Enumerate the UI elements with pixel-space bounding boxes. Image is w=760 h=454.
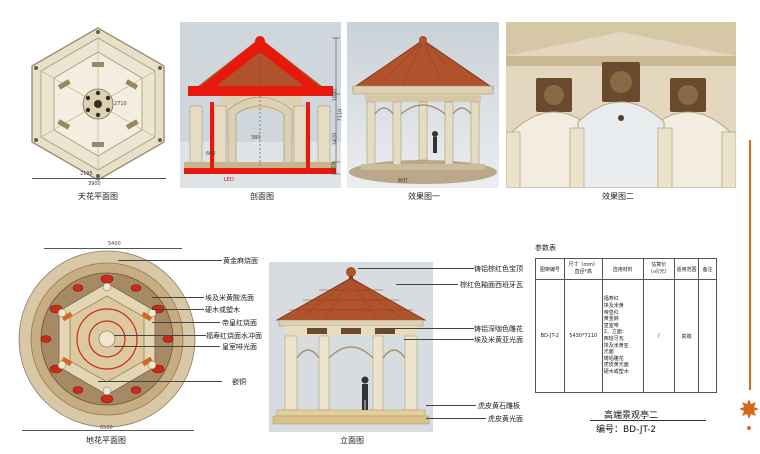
param-price: / <box>642 279 675 393</box>
dot-icon <box>747 426 751 430</box>
floor-plan-drawing <box>18 250 196 428</box>
render-two-caption: 效果图二 <box>602 192 634 201</box>
param-table: 图架编号 尺寸（mm） 直径*高 选用材料 估算价 （㎡/元） 适用范围 备注 … <box>535 258 717 393</box>
elev-callout-3: 埃及米黄亚光面 <box>474 336 523 344</box>
ceiling-dim-line <box>32 178 166 179</box>
floor-dim-top-line <box>44 248 182 249</box>
param-size: 5430*7110 <box>563 279 603 393</box>
param-table-row: BD-JT-2 5430*7110 福寿红 埃及米黄 帝皇红 黄金麻 皇室啡 2… <box>535 279 717 393</box>
section-dim-h4: 950 <box>330 162 337 172</box>
elev-callout-4: 虎皮黄石雕板 <box>478 402 520 410</box>
elev-callout-5: 虎皮黄光面 <box>488 415 523 423</box>
floor-leader-5 <box>114 346 220 347</box>
floor-callout-4: 福寿红烧面水冲面 <box>206 332 262 340</box>
elevation-caption: 立面图 <box>340 436 364 445</box>
ceiling-plan-drawing <box>22 22 174 188</box>
section-dim-total: 7110 <box>337 108 344 122</box>
floor-dim-bottom-line <box>22 430 194 431</box>
elev-leader-5 <box>426 418 486 419</box>
param-scope: 高端 <box>673 279 700 393</box>
ceiling-plan-caption: 天花平面图 <box>78 192 118 201</box>
product-code: 编号：BD-JT-2 <box>596 425 657 435</box>
maple-leaf-icon <box>738 398 760 420</box>
accent-line <box>749 140 751 390</box>
floor-dim-top: 5400 <box>108 241 121 247</box>
product-name: 高端景观亭二 <box>604 411 659 421</box>
render-one-caption: 效果图一 <box>408 192 440 201</box>
floor-leader-4 <box>114 335 206 336</box>
param-header-note: 备注 <box>698 258 717 280</box>
elev-callout-2: 铸铝深咖色雕花 <box>474 325 523 333</box>
section-dim-h1: 1830 <box>332 88 339 102</box>
floor-callout-3: 帝皇红烧面 <box>222 319 257 327</box>
elev-leader-0 <box>358 268 474 269</box>
section-caption: 剖面图 <box>250 192 274 201</box>
render-one-image <box>347 22 499 188</box>
param-header-scope: 适用范围 <box>673 258 700 280</box>
param-table-title: 参数表 <box>535 244 556 252</box>
floor-callout-1: 埃及米黄酸洗面 <box>205 294 254 302</box>
section-led-label: LED <box>224 177 234 183</box>
param-header-materials: 选用材料 <box>601 258 644 280</box>
render-two-image <box>506 22 736 188</box>
floor-leader-2 <box>152 309 204 310</box>
param-header-size: 尺寸（mm） 直径*高 <box>563 258 603 280</box>
elev-leader-4 <box>426 405 476 406</box>
param-header-price: 估算价 （㎡/元） <box>642 258 675 280</box>
floor-dim-bottom: 6500 <box>100 425 113 431</box>
product-title-underline <box>590 420 706 421</box>
param-header-code: 图架编号 <box>535 258 565 280</box>
elev-leader-3 <box>404 339 474 340</box>
param-code: BD-JT-2 <box>535 279 565 393</box>
section-drawing <box>180 22 341 188</box>
section-dim-h2: 3420 <box>332 132 339 146</box>
elevation-drawing <box>269 262 433 432</box>
floor-leader-0 <box>118 260 222 261</box>
floor-callout-6: 嵌铜 <box>232 378 246 386</box>
section-dim-small: 660 <box>206 151 216 157</box>
elev-callout-1: 棕红色釉面西班牙瓦 <box>460 281 523 289</box>
ceiling-dim-outer: 3900 <box>88 181 101 187</box>
floor-callout-0: 黄金麻烧面 <box>223 257 258 265</box>
floor-leader-3 <box>152 322 220 323</box>
elev-leader-1 <box>396 284 458 285</box>
floor-plan-caption: 地花平面图 <box>86 436 126 445</box>
param-materials: 福寿红 埃及米黄 帝皇红 黄金麻 皇室啡 2、立面： 西班牙瓦 埃及米黄亚 光面… <box>601 279 644 393</box>
render-light-label: 射灯 <box>398 178 409 184</box>
param-table-header-row: 图架编号 尺寸（mm） 直径*高 选用材料 估算价 （㎡/元） 适用范围 备注 <box>535 258 717 280</box>
floor-leader-6 <box>98 381 222 382</box>
ceiling-dim-inner: 2195 <box>80 171 93 177</box>
elev-leader-2 <box>380 328 474 329</box>
ceiling-dim-span: 2710 <box>114 101 127 107</box>
floor-leader-1 <box>152 297 204 298</box>
floor-callout-5: 皇室啡光面 <box>222 343 257 351</box>
elev-callout-0: 铸铝棕红色宝顶 <box>474 265 523 273</box>
section-dim-h3: 380 <box>251 135 261 141</box>
param-note <box>698 279 717 393</box>
floor-callout-2: 硬木或塑木 <box>205 306 240 314</box>
